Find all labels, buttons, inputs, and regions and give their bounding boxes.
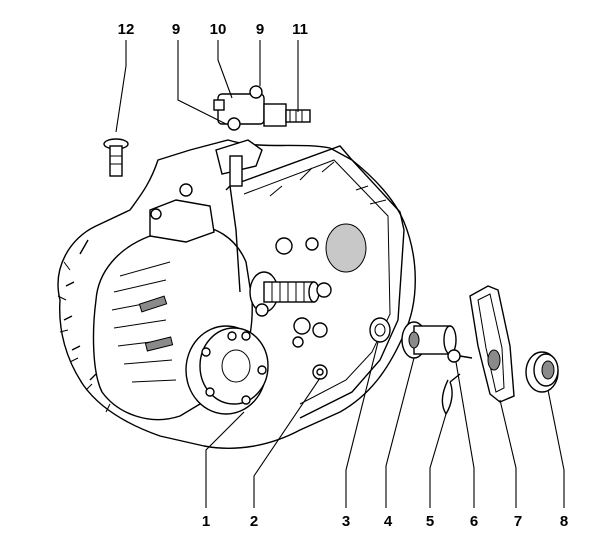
callout-8: 8: [560, 513, 568, 530]
callout-3: 3: [342, 513, 350, 530]
callout-10: 10: [210, 21, 227, 38]
screw-6: [447, 349, 473, 363]
bolt-12: [103, 138, 129, 177]
release-lever: [469, 285, 515, 403]
callout-7: 7: [514, 513, 522, 530]
callout-9-right: 9: [256, 21, 264, 38]
callout-numbers: 12 9 10 9 11 1 2 3 4 5 6 7 8: [118, 21, 569, 530]
seal-ring: [369, 317, 391, 343]
leader-lines: [115, 40, 565, 508]
callout-2: 2: [250, 513, 258, 530]
spring-clip: [441, 373, 461, 415]
callout-12: 12: [118, 21, 135, 38]
callout-4: 4: [384, 513, 393, 530]
bolt-2: [312, 364, 328, 380]
guide-sleeve: [401, 321, 457, 359]
drive-flange: [185, 325, 269, 415]
slave-cylinder: [213, 85, 311, 131]
callout-1: 1: [202, 513, 210, 530]
callout-9-left: 9: [172, 21, 180, 38]
release-bearing: [525, 351, 559, 393]
callout-5: 5: [426, 513, 434, 530]
input-shaft-area: [249, 237, 332, 348]
callout-6: 6: [470, 513, 478, 530]
callout-11: 11: [292, 21, 308, 38]
